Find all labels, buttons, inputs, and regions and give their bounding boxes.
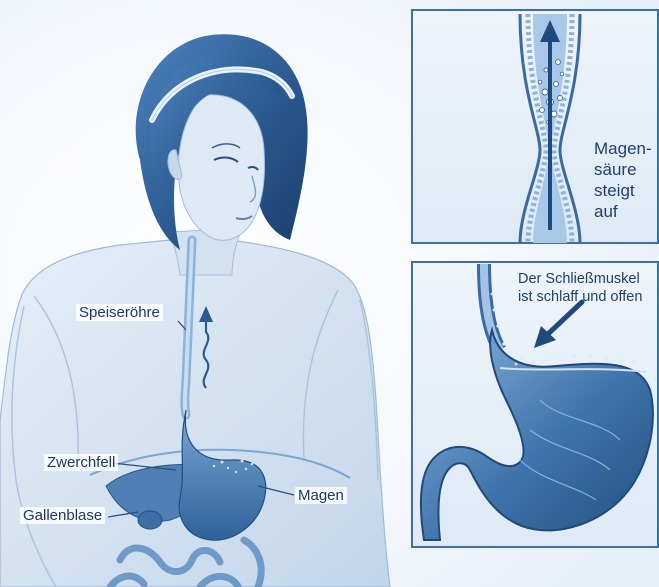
inset-top-caption: Magen- säure steigt auf: [594, 138, 652, 222]
inset-bottom-line-2: ist schlaff und offen: [518, 288, 642, 306]
label-magen: Magen: [295, 487, 347, 504]
inset-top-line-2: säure: [594, 159, 652, 180]
inset-bottom-caption: Der Schließmuskel ist schlaff und offen: [518, 270, 642, 306]
inset-top-line-4: auf: [594, 201, 652, 222]
label-zwerchfell: Zwerchfell: [44, 454, 118, 471]
inset-top-line-3: steigt: [594, 180, 652, 201]
label-speiseroehre: Speiseröhre: [76, 304, 163, 321]
inset-top-line-1: Magen-: [594, 138, 652, 159]
inset-bottom-line-1: Der Schließmuskel: [518, 270, 642, 288]
label-gallenblase: Gallenblase: [20, 507, 105, 524]
